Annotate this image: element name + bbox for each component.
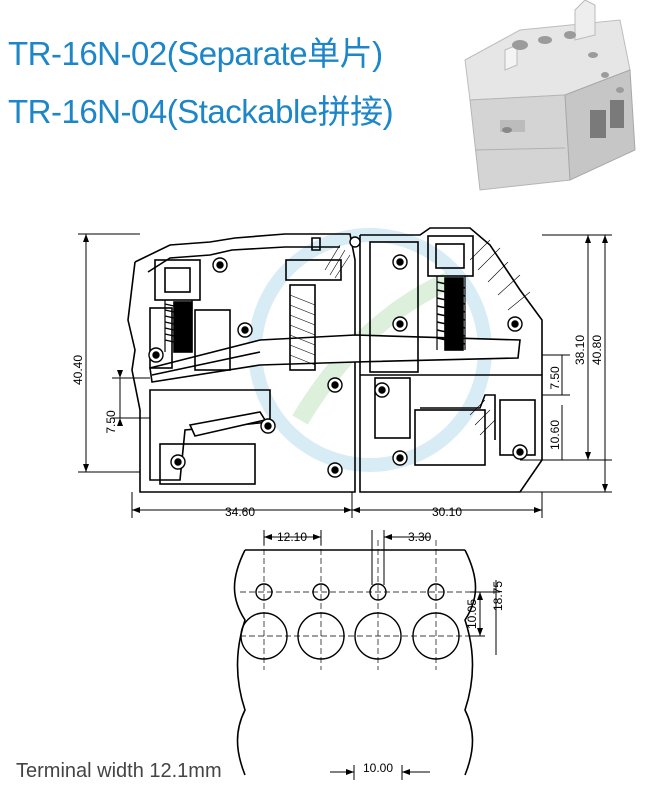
dim-offset-right: 7.50 xyxy=(548,366,562,390)
terminal-block-photo xyxy=(464,0,636,191)
dim-lower-right: 10.60 xyxy=(548,420,562,450)
side-view-arrowheads xyxy=(83,234,608,513)
dim-big-hole: 10.00 xyxy=(363,761,393,775)
terminal-width-note: Terminal width 12.1mm xyxy=(16,760,222,782)
dim-height-right-a: 38.10 xyxy=(573,335,587,365)
side-view xyxy=(127,227,543,493)
title-stackable: TR-16N-04(Stackable拼接) xyxy=(8,93,394,130)
pcb-arrowheads xyxy=(264,534,483,775)
dim-pitch: 12.10 xyxy=(277,530,307,544)
dim-offset-left: 7.50 xyxy=(104,410,118,434)
dim-row-gap: 10.05 xyxy=(465,599,479,629)
dim-height-right-b: 40.80 xyxy=(590,335,604,365)
technical-drawing: 40.40 7.50 34.60 30.10 38.10 40.80 7.50 … xyxy=(71,227,612,780)
dim-width-right: 30.10 xyxy=(432,505,462,519)
side-view-dimension-lines xyxy=(78,233,612,518)
dim-width-left: 34.60 xyxy=(225,505,255,519)
pcb-dimension-lines xyxy=(263,530,500,780)
dim-hole: 3.30 xyxy=(408,530,432,544)
title-separate: TR-16N-02(Separate单片) xyxy=(8,35,383,72)
dim-total: 18.75 xyxy=(491,581,505,611)
dim-height-left: 40.40 xyxy=(71,355,85,385)
pcb-layout xyxy=(233,540,477,776)
